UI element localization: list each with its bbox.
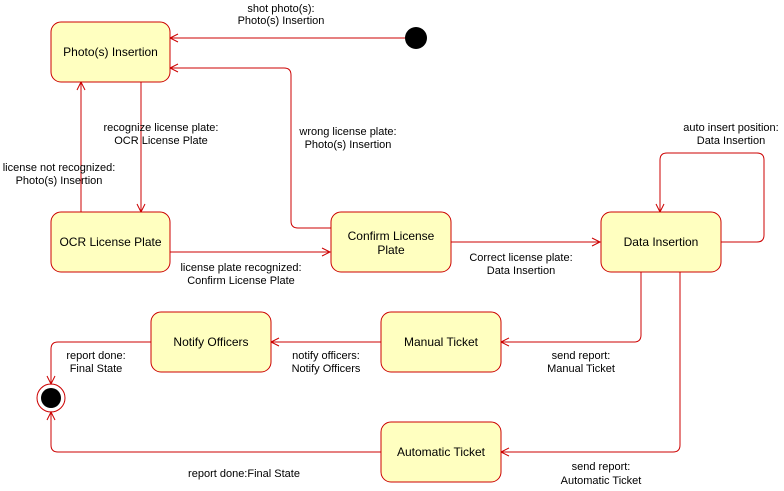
label-data-to-manual-line1: send report: [552, 350, 611, 362]
state-confirm-license-plate-label-line1: Confirm License [348, 229, 435, 243]
edge-ocr-to-photo [76, 80, 86, 212]
edge-ocr-to-confirm [170, 247, 332, 257]
label-photo-to-ocr-line1: recognize license plate: [104, 122, 219, 134]
initial-node[interactable] [405, 27, 427, 49]
label-confirm-to-photo-line2: Photo(s) Insertion [305, 139, 392, 151]
state-notify-officers-label: Notify Officers [173, 335, 248, 349]
edge-initial-to-photo [168, 33, 405, 43]
state-ocr-license-plate[interactable]: OCR License Plate [50, 211, 171, 273]
state-manual-ticket-label: Manual Ticket [404, 335, 479, 349]
state-confirm-license-plate-label-line2: Plate [377, 243, 405, 257]
label-ocr-to-confirm-line2: Confirm License Plate [187, 275, 295, 287]
label-data-to-automatic-line2: Automatic Ticket [561, 475, 642, 487]
label-data-self-line1: auto insert position: [683, 122, 778, 134]
state-photo-insertion-label: Photo(s) Insertion [63, 45, 158, 59]
edge-data-to-manual [499, 272, 642, 347]
state-automatic-ticket[interactable]: Automatic Ticket [380, 421, 502, 483]
state-confirm-license-plate[interactable]: Confirm License Plate [330, 211, 452, 273]
state-photo-insertion[interactable]: Photo(s) Insertion [50, 21, 171, 83]
edge-notify-to-final [46, 341, 151, 386]
label-notify-to-final-line1: report done: [66, 350, 125, 362]
label-manual-to-notify-line2: Notify Officers [292, 363, 361, 375]
state-data-insertion[interactable]: Data Insertion [600, 211, 722, 273]
state-manual-ticket[interactable]: Manual Ticket [380, 311, 502, 373]
label-confirm-to-photo-line1: wrong license plate: [298, 126, 396, 138]
label-ocr-to-confirm-line1: license plate recognized: [180, 262, 301, 274]
edge-photo-to-ocr [136, 82, 146, 214]
label-manual-to-notify-line1: notify officers: [292, 350, 360, 362]
label-confirm-to-data-line2: Data Insertion [487, 265, 555, 277]
final-node[interactable] [36, 383, 66, 413]
label-automatic-to-final: report done:Final State [188, 468, 300, 480]
label-initial-to-photo-line1: shot photo(s): [247, 3, 314, 15]
edge-automatic-to-final [46, 410, 381, 453]
label-data-self-line2: Data Insertion [697, 135, 765, 147]
edge-confirm-to-data [451, 237, 602, 247]
label-ocr-to-photo-line2: Photo(s) Insertion [16, 175, 103, 187]
label-confirm-to-data-line1: Correct license plate: [469, 252, 572, 264]
edge-manual-to-notify [269, 337, 381, 347]
label-ocr-to-photo-line1: license not recognized: [3, 162, 116, 174]
state-data-insertion-label: Data Insertion [624, 235, 699, 249]
label-notify-to-final-line2: Final State [70, 363, 123, 375]
label-data-to-automatic-line1: send report: [572, 461, 631, 473]
label-data-to-manual-line2: Manual Ticket [547, 363, 615, 375]
state-ocr-license-plate-label: OCR License Plate [59, 235, 161, 249]
label-photo-to-ocr-line2: OCR License Plate [114, 135, 208, 147]
state-notify-officers[interactable]: Notify Officers [150, 311, 272, 373]
state-automatic-ticket-label: Automatic Ticket [397, 445, 486, 459]
label-initial-to-photo-line2: Photo(s) Insertion [238, 15, 325, 27]
